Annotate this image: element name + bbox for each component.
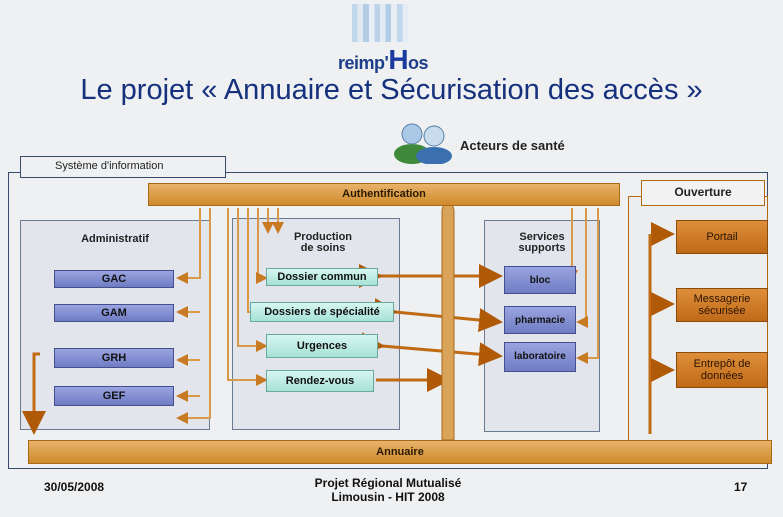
admin-item-grh: GRH: [54, 348, 174, 368]
care-production-title: Production de soins: [278, 232, 368, 254]
directory-bar: Annuaire: [28, 440, 772, 464]
footer-date: 30/05/2008: [44, 480, 105, 494]
slide-title: Le projet « Annuaire et Sécurisation des…: [80, 74, 703, 106]
opening-item-secure-messaging-line2: sécurisée: [698, 305, 746, 317]
production-item-emergencies: Urgences: [266, 334, 378, 358]
logo-text-end: os: [408, 53, 429, 73]
support-services-title: Services supports: [500, 232, 584, 254]
care-production-title-line1: Production: [293, 231, 353, 243]
admin-item-gef: GEF: [54, 386, 174, 406]
opening-item-data-warehouse: Entrepôt de données: [676, 352, 768, 388]
reimphos-logo: reimp'Hos: [338, 44, 429, 76]
service-item-pharmacy: pharmacie: [504, 306, 576, 334]
opening-item-secure-messaging-line1: Messagerie: [693, 293, 751, 305]
health-actors-label: Acteurs de santé: [460, 138, 565, 153]
opening-item-portal-line1: Portail: [706, 231, 738, 243]
opening-item-portal: Portail: [676, 220, 768, 254]
footer-project-line2: Limousin - HIT 2008: [331, 490, 445, 504]
admin-item-gam: GAM: [54, 304, 174, 322]
opening-item-data-warehouse-line2: données: [700, 370, 744, 382]
support-services-title-line2: supports: [518, 242, 566, 254]
production-item-appointments: Rendez-vous: [266, 370, 374, 392]
production-item-specialty-records: Dossiers de spécialité: [250, 302, 394, 322]
health-actors-icon: [394, 123, 452, 164]
logo-text-small: reimp: [338, 53, 385, 73]
care-production-panel: [232, 218, 400, 430]
service-item-laboratory: laboratoire: [504, 342, 576, 372]
production-item-shared-record: Dossier commun: [266, 268, 378, 286]
opening-label: Ouverture: [641, 180, 765, 206]
support-services-title-line1: Services: [519, 231, 565, 243]
logo-text-big: H: [388, 44, 409, 75]
service-item-operating-block: bloc: [504, 266, 576, 294]
footer-project-line1: Projet Régional Mutualisé: [314, 476, 462, 490]
footer-page-number: 17: [734, 480, 748, 494]
information-system-label: Système d'information: [20, 156, 226, 178]
footer-project: Projet Régional Mutualisé Limousin - HIT…: [288, 476, 488, 504]
opening-item-data-warehouse-line1: Entrepôt de: [693, 358, 751, 370]
logo-apostrophe: ': [384, 53, 389, 73]
admin-item-gac: GAC: [54, 270, 174, 288]
authentication-bar: Authentification: [148, 183, 620, 206]
care-production-title-line2: de soins: [300, 242, 346, 254]
opening-item-secure-messaging: Messagerie sécurisée: [676, 288, 768, 322]
logo-decoration: [352, 4, 408, 42]
administrative-title: Administratif: [81, 233, 149, 245]
